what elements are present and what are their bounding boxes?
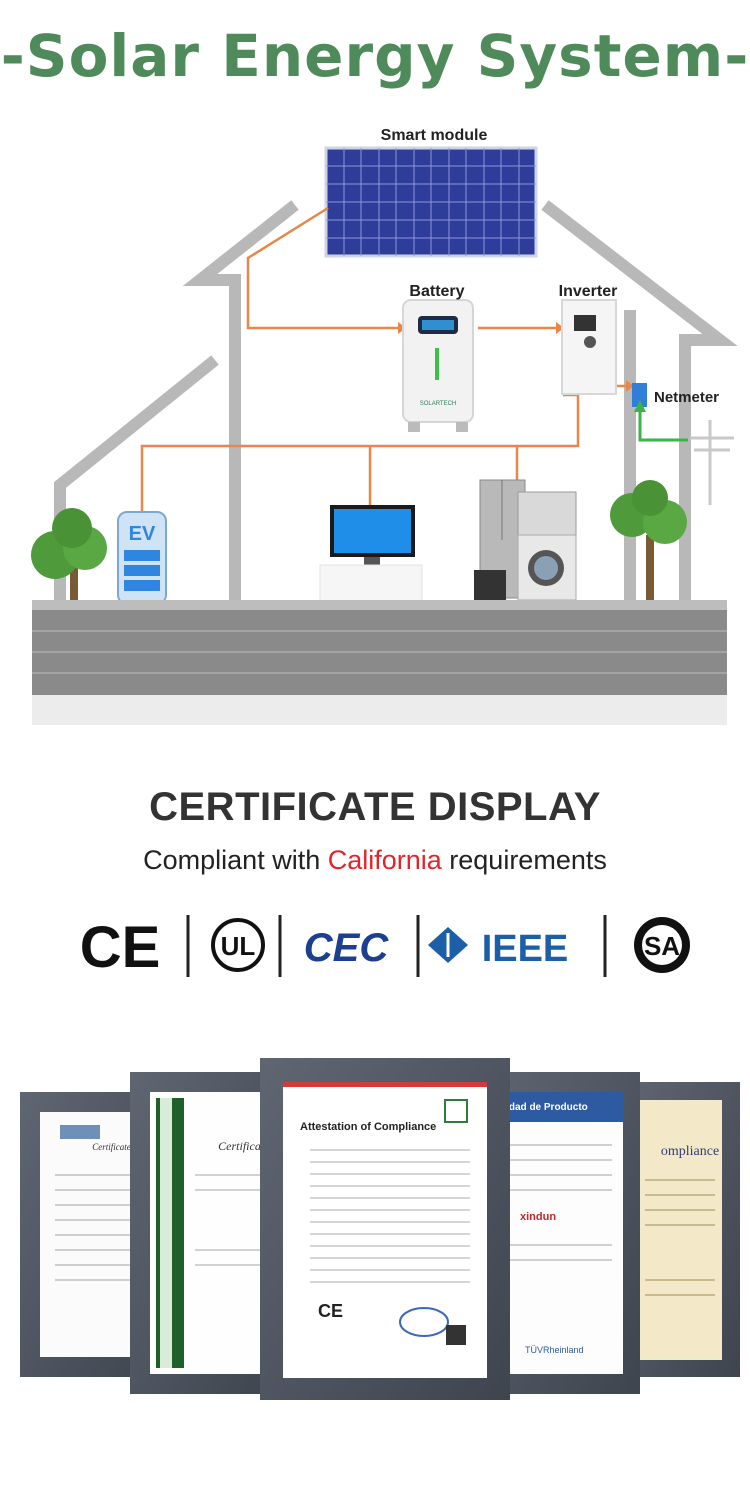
ev-charger: EV <box>117 511 167 605</box>
solar-house-diagram: Smart module SOLARTECH Battery Inverter … <box>31 127 738 725</box>
svg-text:TÜVRheinland: TÜVRheinland <box>525 1345 584 1355</box>
television <box>319 505 423 604</box>
certificate-heading: CERTIFICATE DISPLAY <box>149 785 601 829</box>
tree-right <box>610 480 687 600</box>
svg-text:ompliance: ompliance <box>661 1144 719 1159</box>
netmeter-label: Netmeter <box>654 389 719 406</box>
ev-label: EV <box>129 523 156 545</box>
battery-label: Battery <box>409 283 464 300</box>
utility-pole <box>690 420 734 505</box>
svg-text:SA: SA <box>644 931 680 961</box>
svg-text:CE: CE <box>318 1301 343 1321</box>
svg-text:nidad de Producto: nidad de Producto <box>500 1102 588 1113</box>
csa-logo: SA <box>634 917 690 973</box>
page-title: -Solar Energy System- <box>0 22 750 90</box>
ground-line <box>32 600 727 610</box>
certificate-frame-3: Attestation of Compliance CE <box>260 1058 510 1400</box>
ce-logo: CE <box>80 915 161 980</box>
battery-unit: SOLARTECH <box>402 299 474 432</box>
inverter-unit <box>561 299 617 395</box>
smart-module-label: Smart module <box>381 127 488 144</box>
netmeter-box <box>632 383 647 407</box>
brick-wall <box>32 610 727 725</box>
certification-logos: CE UL CEC IEEE SA <box>80 915 690 980</box>
subtitle-suffix: requirements <box>441 845 607 875</box>
attestation-title: Attestation of Compliance <box>300 1121 436 1133</box>
certificate-subtitle: Compliant with California requirements <box>0 845 750 876</box>
svg-text:UL: UL <box>221 931 256 961</box>
svg-text:Certificate of: Certificate of <box>92 1142 141 1152</box>
solar-panel <box>324 146 538 258</box>
subtitle-highlight: California <box>327 845 442 875</box>
inverter-label: Inverter <box>559 283 618 300</box>
certificate-frame-2: Certificate of <box>130 1072 283 1394</box>
subtitle-prefix: Compliant with <box>143 845 328 875</box>
svg-text:xindun: xindun <box>520 1211 556 1223</box>
certificate-frames: Certificate of ompliance Certificate of <box>20 1058 740 1400</box>
battery-brand: SOLARTECH <box>420 401 457 407</box>
grid-wire <box>638 407 688 442</box>
ul-logo: UL <box>211 918 265 972</box>
home-appliances <box>474 479 577 601</box>
tree-left <box>31 508 107 602</box>
svg-text:IEEE: IEEE <box>482 928 569 970</box>
cec-logo: CEC <box>304 926 390 970</box>
ieee-logo: IEEE <box>428 927 568 970</box>
